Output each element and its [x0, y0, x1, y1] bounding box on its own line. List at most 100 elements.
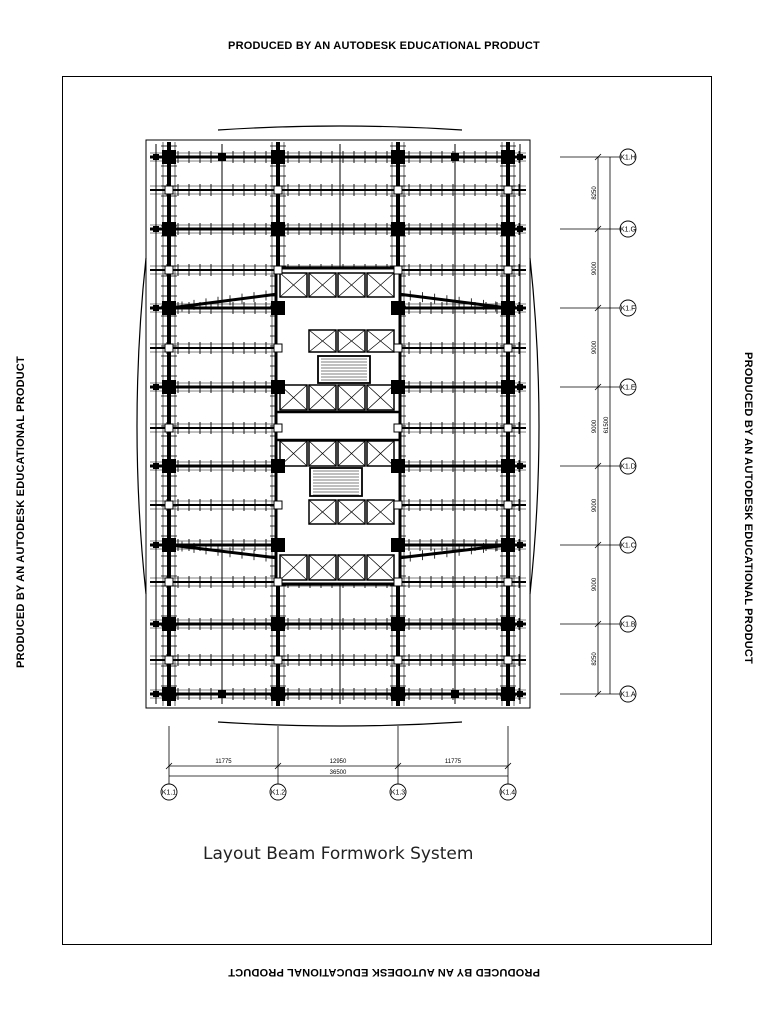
- beam-joint: [393, 423, 403, 433]
- grid-bubble-col: [499, 783, 517, 801]
- column: [162, 459, 176, 473]
- beam-joint: [164, 185, 174, 195]
- grid-label-row: K1.H: [620, 155, 636, 162]
- column: [517, 621, 523, 627]
- lift-shaft-cross: [366, 499, 395, 525]
- drawing-title: Layout Beam Formwork System: [203, 844, 473, 864]
- dim-tick: [165, 762, 173, 770]
- lift-shaft-cross: [366, 329, 395, 353]
- beam-joint: [164, 265, 174, 275]
- column: [517, 305, 523, 311]
- column: [153, 542, 159, 548]
- grid-bubble-row: [619, 457, 637, 475]
- core-wall: [274, 266, 402, 586]
- lift-shaft-cross: [279, 272, 308, 298]
- beam-joint: [164, 423, 174, 433]
- grid-bubble-row: [619, 299, 637, 317]
- beam-sloped: [397, 543, 509, 560]
- column: [391, 617, 405, 631]
- beam-joint: [164, 655, 174, 665]
- lift-shaft-cross: [366, 384, 395, 411]
- beam-joint: [393, 343, 403, 353]
- dim-tick: [594, 153, 602, 161]
- column: [517, 384, 523, 390]
- grid-label-row: K1.E: [620, 385, 636, 392]
- beam-joint: [393, 655, 403, 665]
- column: [162, 150, 176, 164]
- grid-label-row: K1.F: [621, 306, 636, 313]
- column: [501, 459, 515, 473]
- column: [271, 301, 285, 315]
- beam-joint: [273, 500, 283, 510]
- column: [501, 150, 515, 164]
- lift-shaft-cross: [308, 554, 337, 581]
- column: [271, 222, 285, 236]
- column: [162, 222, 176, 236]
- beam-joint: [273, 343, 283, 353]
- column: [271, 380, 285, 394]
- column: [162, 687, 176, 701]
- grid-label-row: K1.B: [620, 622, 636, 629]
- column: [517, 154, 523, 160]
- dim-label-row: 9000: [592, 261, 598, 275]
- lift-shaft-cross: [337, 384, 366, 411]
- column: [501, 301, 515, 315]
- column: [501, 380, 515, 394]
- column: [153, 384, 159, 390]
- column: [153, 226, 159, 232]
- grid-bubble-row: [619, 378, 637, 396]
- lift-shaft-cross: [337, 272, 366, 298]
- column: [501, 222, 515, 236]
- grid-bubble-row: [619, 536, 637, 554]
- grid-bubble-col: [389, 783, 407, 801]
- slab-edge: [145, 139, 531, 709]
- beam-joint: [393, 577, 403, 587]
- dim-tick: [274, 762, 282, 770]
- column: [153, 154, 159, 160]
- grid-bubble-row: [619, 685, 637, 703]
- column: [162, 617, 176, 631]
- beam-sloped: [397, 292, 509, 310]
- column: [153, 463, 159, 469]
- dim-label-col: 11775: [445, 759, 462, 765]
- column: [162, 301, 176, 315]
- column: [271, 459, 285, 473]
- column: [451, 690, 459, 698]
- beam-sloped: [169, 543, 279, 560]
- column-layer: [153, 150, 523, 701]
- grid-label-row: K1.A: [620, 692, 636, 699]
- dim-label-row: 8250: [592, 652, 598, 666]
- column: [391, 222, 405, 236]
- beam-joint: [503, 577, 513, 587]
- beam-joint: [503, 343, 513, 353]
- beam-joint: [273, 577, 283, 587]
- lift-shaft-cross: [308, 440, 337, 467]
- beam-joint: [273, 655, 283, 665]
- lift-shaft-cross: [337, 329, 366, 353]
- dim-label-row: 9000: [592, 340, 598, 354]
- grid-label-col: K1.1: [162, 790, 177, 797]
- beam-joint: [503, 655, 513, 665]
- column: [391, 301, 405, 315]
- column: [391, 150, 405, 164]
- column: [162, 380, 176, 394]
- dim-label-col: 12950: [330, 759, 347, 765]
- column: [271, 538, 285, 552]
- dim-tick: [594, 462, 602, 470]
- beam-joint: [503, 185, 513, 195]
- column: [391, 380, 405, 394]
- dim-label-col: 11775: [215, 759, 232, 765]
- dim-tick: [594, 383, 602, 391]
- column: [517, 463, 523, 469]
- lift-shaft-cross: [337, 440, 366, 467]
- beam-joint: [393, 500, 403, 510]
- column: [153, 621, 159, 627]
- column: [501, 687, 515, 701]
- grid-bubble-row: [619, 220, 637, 238]
- lift-shaft-cross: [279, 554, 308, 581]
- beam-joint: [273, 423, 283, 433]
- beam-joint: [164, 577, 174, 587]
- grid-label-col: K1.2: [271, 790, 286, 797]
- beam-joint: [503, 500, 513, 510]
- column: [451, 153, 459, 161]
